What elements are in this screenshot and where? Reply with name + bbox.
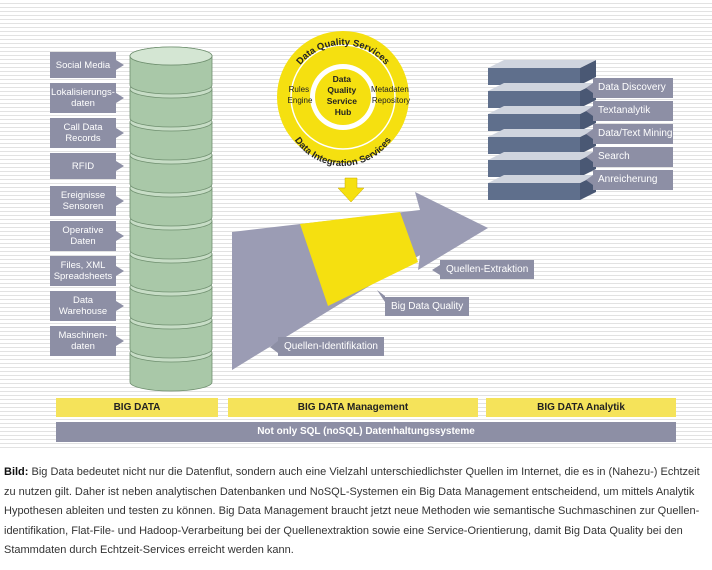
source-label-operative-daten: Operative Daten <box>50 221 116 251</box>
diagram-graphics: Data Quality Services Data Integration S… <box>116 31 596 392</box>
server-front <box>488 68 580 85</box>
source-pointer-icon <box>116 60 124 70</box>
caption-lead: Bild: <box>4 466 29 478</box>
cylinder-segment <box>129 154 213 194</box>
svg-text:Rules Engine: Rules Engine <box>288 85 313 105</box>
down-arrow-icon <box>337 177 365 203</box>
cylinder-segment <box>129 286 213 326</box>
output-pointer-icon <box>586 129 593 139</box>
cylinder-segment <box>129 253 213 293</box>
source-label-lokalisierungsdaten: Lokalisierungs-daten <box>50 83 116 113</box>
server-front <box>488 91 580 108</box>
band-nosql: Not only SQL (noSQL) Datenhaltungssystem… <box>56 422 676 442</box>
hub-center-line-2: Quality <box>327 85 356 95</box>
source-label-data-warehouse: Data Warehouse <box>50 291 116 321</box>
server-top <box>488 83 596 91</box>
server-top <box>488 60 596 68</box>
server-front <box>488 183 580 200</box>
label-quellen-identifikation: Quellen-Identifikation <box>278 337 384 356</box>
svg-text:Data Quality Servi: Data Quality Service Hub <box>327 74 360 117</box>
source-label-ereignisse-sensoren: Ereignisse Sensoren <box>50 186 116 216</box>
cylinder-segment <box>129 352 213 392</box>
server-top <box>488 129 596 137</box>
svg-text:Metadaten Repository: Metadaten Repository <box>371 85 411 105</box>
cylinder-top <box>129 46 213 66</box>
server-side <box>580 60 596 85</box>
source-pointer-icon <box>116 128 124 138</box>
data-quality-hub <box>277 31 409 163</box>
output-label-data-discovery: Data Discovery <box>593 78 673 98</box>
quality-segment <box>300 212 418 306</box>
server-top <box>488 175 596 183</box>
cylinder-segment <box>129 220 213 260</box>
output-pointer-icon <box>586 83 593 93</box>
output-label-data-text-mining: Data/Text Mining <box>593 124 673 144</box>
source-label-files-xml: Files, XML Spreadsheets <box>50 256 116 286</box>
output-pointer-icon <box>586 152 593 162</box>
hub-center-line-4: Hub <box>335 107 352 117</box>
source-pointer-icon <box>116 161 124 171</box>
source-label-maschinendaten: Maschinen-daten <box>50 326 116 356</box>
cylinder-segment <box>129 121 213 161</box>
source-pointer-icon <box>116 301 124 311</box>
hub-right-line-1: Metadaten <box>371 85 409 94</box>
source-pointer-icon <box>116 196 124 206</box>
output-label-anreicherung: Anreicherung <box>593 170 673 190</box>
source-pointer-icon <box>116 266 124 276</box>
figure-caption: Bild: Big Data bedeutet nicht nur die Da… <box>4 463 708 561</box>
output-label-textanalytik: Textanalytik <box>593 101 673 121</box>
database-cylinder <box>129 46 213 392</box>
source-label-call-data-records: Call Data Records <box>50 118 116 148</box>
source-label-social-media: Social Media <box>50 52 116 78</box>
cylinder-segment <box>129 88 213 128</box>
cylinder-segment <box>129 319 213 359</box>
output-pointers <box>586 83 593 185</box>
pointer-big-data-quality <box>377 290 385 302</box>
source-pointer-icon <box>116 231 124 241</box>
hub-left-line-1: Rules <box>289 85 309 94</box>
server-front <box>488 114 580 131</box>
label-quellen-extraktion: Quellen-Extraktion <box>440 260 535 279</box>
output-pointer-icon <box>586 106 593 116</box>
source-pointer-icon <box>116 336 124 346</box>
caption-text: Big Data bedeutet nicht nur die Datenflu… <box>4 466 700 556</box>
source-label-rfid: RFID <box>50 153 116 179</box>
server-top <box>488 106 596 114</box>
cylinder-segment <box>129 187 213 227</box>
band-big-data-analytik: BIG DATA Analytik <box>486 398 676 417</box>
label-big-data-quality: Big Data Quality <box>385 297 470 316</box>
hub-right-line-2: Repository <box>372 96 410 105</box>
server-front <box>488 160 580 177</box>
hub-center-line-1: Data <box>333 74 352 84</box>
band-big-data: BIG DATA <box>56 398 218 417</box>
server-stack <box>488 60 596 200</box>
output-label-search: Search <box>593 147 673 167</box>
hub-center-line-3: Service <box>327 96 358 106</box>
pointer-quellen-extraktion <box>432 265 440 275</box>
source-pointers <box>116 60 124 346</box>
server-top <box>488 152 596 160</box>
output-pointer-icon <box>586 175 593 185</box>
server-front <box>488 137 580 154</box>
band-big-data-management: BIG DATA Management <box>228 398 478 417</box>
pointer-quellen-identifikation <box>270 341 278 353</box>
hub-left-line-2: Engine <box>288 96 313 105</box>
source-pointer-icon <box>116 93 124 103</box>
cylinder-segment <box>129 55 213 95</box>
